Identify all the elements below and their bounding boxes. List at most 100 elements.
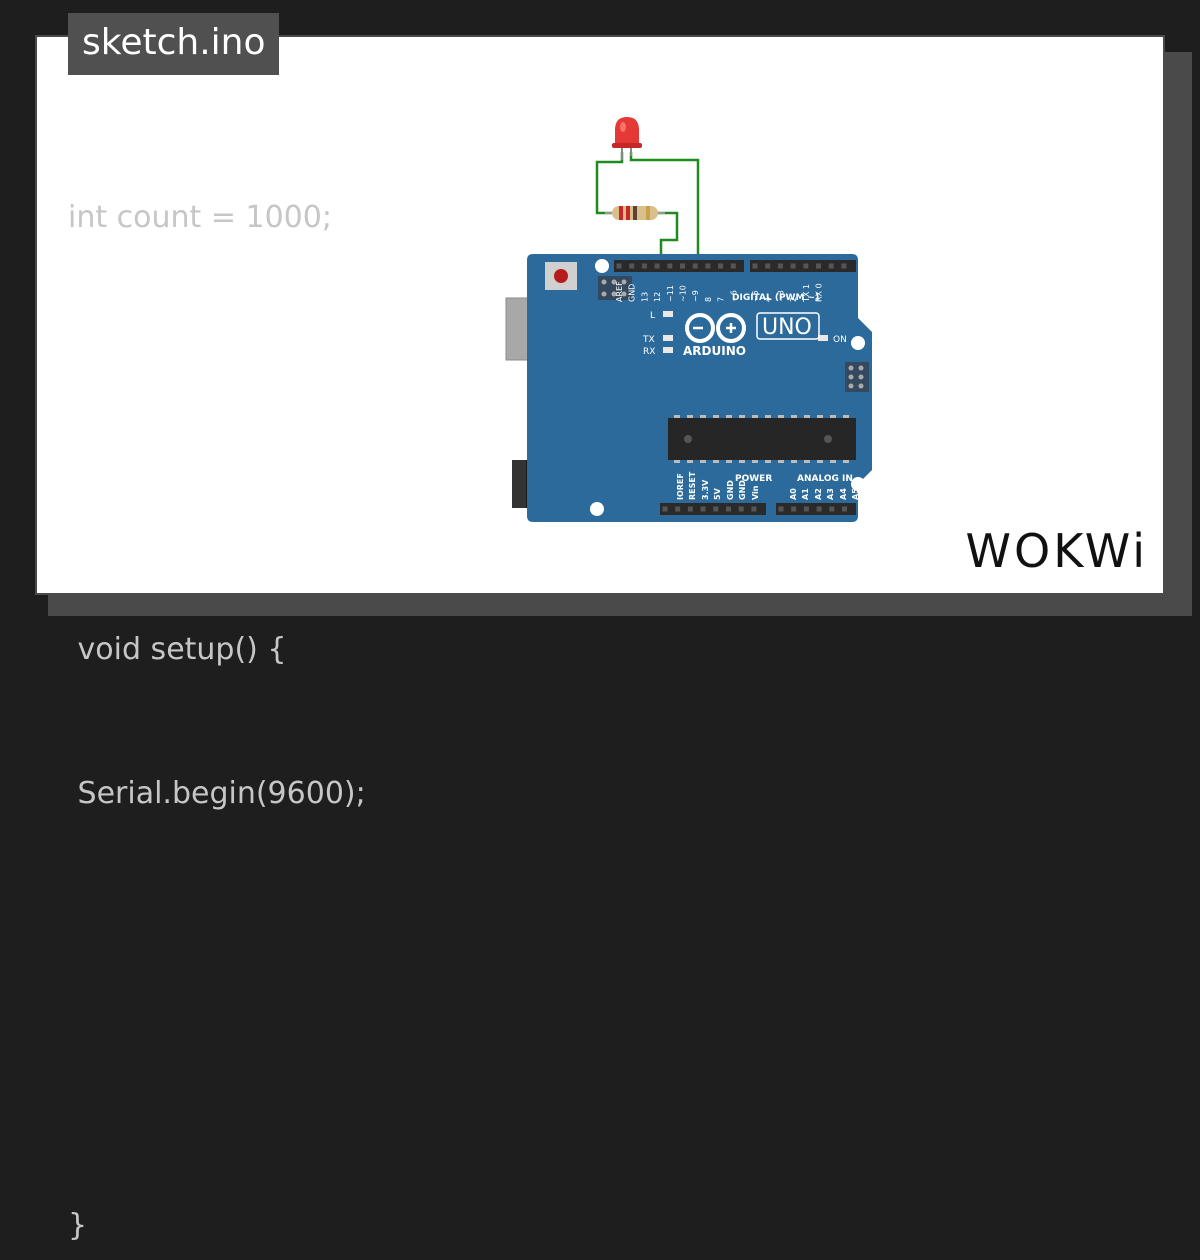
header-pin <box>680 263 685 269</box>
top-pin-label: 2 <box>789 297 798 302</box>
header-pin <box>816 506 822 512</box>
top-pin-label: ~9 <box>691 290 700 302</box>
header-pin <box>705 263 711 269</box>
chip-pin <box>804 460 810 463</box>
header-pin <box>718 263 724 269</box>
top-pin-label: RX 0 <box>815 283 824 302</box>
icsp-header-2 <box>845 362 869 392</box>
chip-pin <box>752 460 758 463</box>
top-pin-label: ~3 <box>776 290 785 302</box>
led[interactable] <box>612 117 642 160</box>
top-pin-label: 8 <box>704 297 713 302</box>
header-pin <box>841 263 847 269</box>
reset-button[interactable] <box>545 262 577 290</box>
header-pin <box>713 506 719 512</box>
mounting-hole <box>851 477 865 491</box>
code-line: int count = 1000; <box>68 200 332 235</box>
bottom-pin-label: A0 <box>789 488 798 500</box>
filename-tab[interactable]: sketch.ino <box>68 13 280 75</box>
header-pin <box>829 506 835 512</box>
chip-pin <box>843 460 849 463</box>
header-pin <box>687 506 693 512</box>
chip-pin <box>791 460 797 463</box>
board-brand: ARDUINO <box>683 344 746 358</box>
chip-pin <box>674 460 680 463</box>
header-pin <box>692 263 698 269</box>
code-line <box>68 1058 366 1106</box>
chip-pin <box>687 460 693 463</box>
header-pin <box>675 506 681 512</box>
mounting-hole <box>590 502 604 516</box>
top-pin-label: GND <box>628 284 637 302</box>
bottom-pin-label: A5 <box>851 488 860 500</box>
chip-pin <box>726 415 732 418</box>
digital-header-right[interactable] <box>750 260 856 272</box>
header-pin <box>790 263 796 269</box>
header-pin <box>738 506 744 512</box>
chip-pin <box>674 415 680 418</box>
header-pin <box>662 506 668 512</box>
chip-pin <box>830 460 836 463</box>
icsp-header <box>598 276 632 300</box>
chip-pin <box>843 415 849 418</box>
bottom-pin-label: 5V <box>713 487 722 500</box>
digital-label: DIGITAL (PWM ~) <box>732 293 819 303</box>
header-pin <box>828 263 834 269</box>
header-pin <box>803 263 809 269</box>
on-led-label: ON <box>833 335 847 345</box>
header-pin <box>752 263 758 269</box>
power-header[interactable] <box>660 503 766 515</box>
header-pin <box>730 263 736 269</box>
chip-pin <box>700 415 706 418</box>
tx-led-label: TX <box>642 335 655 345</box>
bottom-pin-holes <box>662 506 847 512</box>
digital-header-left[interactable] <box>614 260 744 272</box>
mounting-hole <box>595 259 609 273</box>
bottom-pin-label: A2 <box>814 488 823 500</box>
code-line: void setup() { <box>68 632 287 667</box>
header-pin <box>751 506 757 512</box>
wokwi-logo: WOKWi <box>965 524 1148 578</box>
chip-pin <box>713 460 719 463</box>
chip-pin <box>687 415 693 418</box>
top-pin-label: 12 <box>653 292 662 302</box>
top-pin-label: 4 <box>764 297 773 302</box>
bottom-pin-label: Vin <box>751 485 760 500</box>
code-line <box>68 914 366 962</box>
header-pin <box>778 506 784 512</box>
status-leds <box>663 311 828 353</box>
code-editor[interactable]: int count = 1000; void setup() { Serial.… <box>68 98 366 1260</box>
bottom-pin-label: A3 <box>826 488 835 500</box>
header-pin <box>667 263 673 269</box>
header-pin <box>842 506 847 512</box>
l-led-label: L <box>650 311 655 321</box>
arduino-logo-icon <box>685 313 746 343</box>
header-pin <box>765 263 771 269</box>
chip-pin <box>700 460 706 463</box>
top-pin-label: ~5 <box>751 290 760 302</box>
chip-pin <box>817 415 823 418</box>
bottom-pin-label: A4 <box>839 488 848 500</box>
chip-pin <box>739 415 745 418</box>
wire-resistor-gnd <box>655 211 679 263</box>
resistor[interactable] <box>605 206 665 220</box>
rx-led-label: RX <box>643 347 655 357</box>
wire-led-cathode <box>595 152 624 215</box>
analog-header[interactable] <box>776 503 856 515</box>
chip-pin <box>752 415 758 418</box>
top-pin-label: ~11 <box>666 285 675 302</box>
header-pin <box>629 263 635 269</box>
bottom-pin-label: GND <box>738 480 747 500</box>
header-pin <box>616 263 622 269</box>
top-pin-label: ~10 <box>679 285 688 302</box>
header-pin <box>803 506 809 512</box>
chip-pin <box>817 460 823 463</box>
code-line <box>68 338 366 386</box>
header-pin <box>777 263 783 269</box>
header-pin <box>726 506 731 512</box>
analog-label: ANALOG IN <box>797 474 853 484</box>
chip-pin <box>713 415 719 418</box>
